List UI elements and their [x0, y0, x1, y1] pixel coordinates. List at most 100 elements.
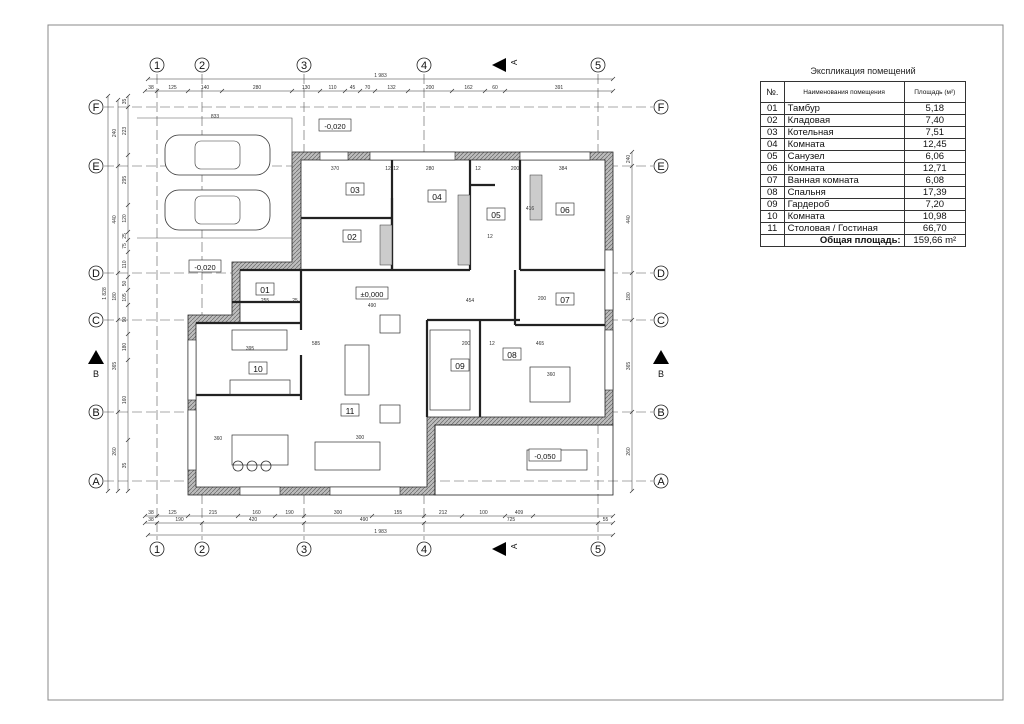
cell-num: 01 [760, 102, 785, 115]
dim-top-value: 162 [464, 85, 473, 91]
level-mark: -0,020 [324, 122, 345, 131]
axis-label-E: E [92, 161, 99, 173]
room-tag [345, 182, 365, 196]
window [187, 339, 197, 401]
level-mark: -0,050 [534, 452, 555, 461]
dim-top-tick [317, 88, 323, 94]
dim-top-value: 45 [350, 85, 356, 91]
room-schedule: Экспликация помещений №. Наименования по… [760, 66, 967, 247]
dim-bottom-2-tick [199, 520, 205, 526]
dim-bottom-1-tick [530, 513, 536, 519]
dim-bottom-2-tick [421, 520, 427, 526]
dim-left-2-value: 120 [122, 214, 128, 223]
room-number-02: 02 [347, 232, 357, 242]
room-tag [340, 403, 360, 417]
cell-area: 17,39 [903, 186, 967, 199]
dim-left-total-tick [105, 93, 111, 99]
dim-inner-value: 395 [246, 346, 255, 352]
schedule-total-row: Общая площадь:159,66 m² [760, 234, 967, 247]
room-number-09: 09 [455, 361, 465, 371]
dim-top-tick [185, 88, 191, 94]
level-mark: -0,020 [194, 263, 215, 272]
dim-right-1-value: 240 [626, 155, 632, 164]
dim-top-tick [342, 88, 348, 94]
dim-top-total-value: 1 983 [374, 73, 387, 79]
room-tag [248, 361, 268, 375]
furniture [231, 329, 288, 351]
axis-bubble-D [88, 265, 104, 281]
schedule-title: Экспликация помещений [810, 66, 916, 76]
cell-area: 7,20 [903, 198, 967, 211]
dim-bottom-1-value: 155 [394, 510, 403, 516]
dim-bottom-1-tick [459, 513, 465, 519]
header-area: Площадь (м²) [903, 81, 967, 103]
dim-left-1-tick [115, 270, 121, 276]
cell-area: 12,71 [903, 162, 967, 175]
dim-left-2-tick [125, 357, 131, 363]
axis-label-2: 2 [199, 544, 205, 556]
dim-inner-value: 200 [538, 296, 547, 302]
window [604, 329, 614, 391]
section-label: A [510, 59, 519, 65]
room-number-06: 06 [560, 205, 570, 215]
dim-top-value: 132 [387, 85, 396, 91]
stool [246, 460, 258, 472]
dim-inner-value: 12 [475, 166, 481, 172]
dim-inner-value: 384 [559, 166, 568, 172]
dim-left-2-value: 35 [122, 99, 128, 105]
dim-top-tick [142, 88, 148, 94]
level-tag [355, 286, 389, 300]
header-num: №. [760, 81, 785, 103]
wardrobe [457, 194, 471, 266]
dim-top-value: 70 [365, 85, 371, 91]
axis-bubble-2 [194, 57, 210, 73]
dim-bottom-1-tick [272, 513, 278, 519]
dim-top-value: 110 [329, 85, 337, 91]
axis-label-1: 1 [154, 60, 160, 72]
cell-name: Тамбур [783, 102, 905, 115]
axis-label-5: 5 [595, 60, 601, 72]
terrace [434, 424, 614, 496]
dim-bottom-total-tick [145, 532, 151, 538]
axis-label-1: 1 [154, 544, 160, 556]
axis-bubble-3 [296, 57, 312, 73]
cell-num: 10 [760, 210, 785, 223]
section-label: B [93, 369, 99, 379]
axis-label-E: E [657, 161, 664, 173]
axis-bubble-1 [149, 57, 165, 73]
room-tag [555, 292, 575, 306]
axis-bubble-E [88, 158, 104, 174]
dim-top-total-tick [610, 76, 616, 82]
dim-bottom-1-tick [502, 513, 508, 519]
axis-label-4: 4 [421, 544, 427, 556]
axis-bubble-A [653, 473, 669, 489]
axis-label-3: 3 [301, 60, 307, 72]
window [604, 249, 614, 311]
dim-right-1-tick [629, 149, 635, 155]
cell-num: 05 [760, 150, 785, 163]
section-arrow-icon [88, 350, 104, 364]
axis-bubble-2 [194, 541, 210, 557]
axis-bubble-4 [416, 541, 432, 557]
window [239, 486, 281, 496]
cell-name: Гардероб [783, 198, 905, 211]
furniture [231, 434, 289, 466]
dim-bottom-1-tick [610, 513, 616, 519]
dim-top-value: 200 [426, 85, 435, 91]
dim-top-value: 60 [492, 85, 498, 91]
carport-outline [137, 117, 293, 239]
cell-num: 07 [760, 174, 785, 187]
dim-left-2-value: 160 [122, 396, 128, 405]
room-tag [342, 229, 362, 243]
axis-label-4: 4 [421, 60, 427, 72]
dim-bottom-1-tick [301, 513, 307, 519]
dim-bottom-1-value: 160 [252, 510, 261, 516]
window [187, 409, 197, 471]
dim-left-1-value: 180 [112, 292, 118, 301]
dim-bottom-total-tick [610, 532, 616, 538]
dim-left-2-value: 295 [122, 176, 128, 185]
